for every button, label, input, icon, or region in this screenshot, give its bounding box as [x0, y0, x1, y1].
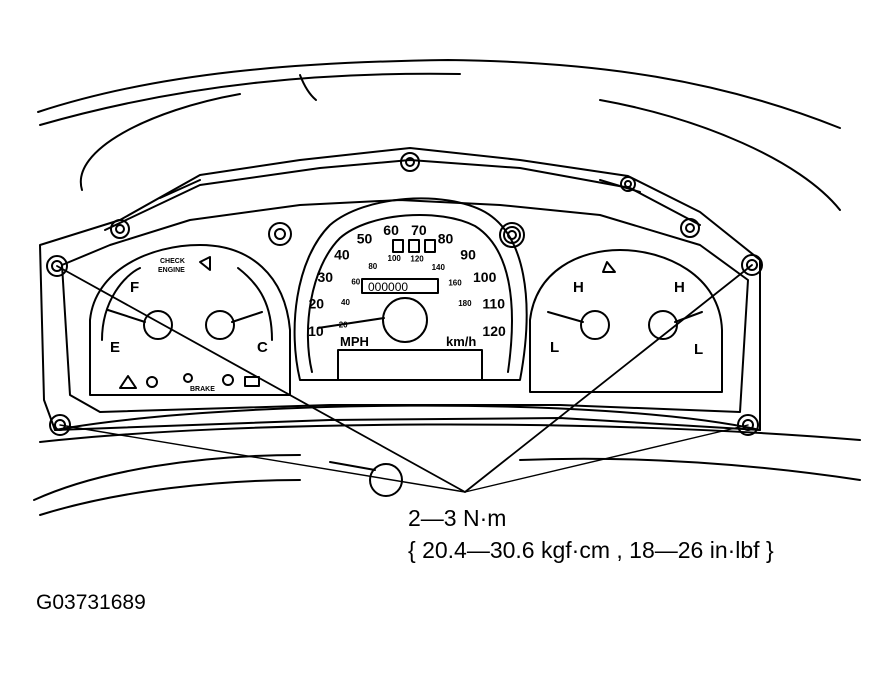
odometer-display	[337, 349, 483, 381]
kmh-tick-180: 180	[458, 299, 472, 308]
screw-bottom-left	[49, 414, 71, 436]
screw-bottom-right	[737, 414, 759, 436]
bezel-outer	[39, 147, 761, 431]
column-cover-left	[33, 454, 301, 501]
left-gauge-high-label: H	[573, 279, 584, 296]
mph-tick-90: 90	[460, 247, 476, 263]
right-gauge-low-label: L	[694, 341, 703, 358]
indicator-box-1	[392, 239, 404, 253]
mph-tick-60: 60	[383, 222, 399, 238]
mph-tick-120: 120	[482, 323, 506, 339]
screw-lower-center	[369, 463, 403, 497]
fuel-gauge-needle	[107, 309, 146, 323]
indicator-box-2	[408, 239, 420, 253]
airbag-icon	[222, 374, 234, 386]
screw-top-center	[400, 152, 420, 172]
left-right-gauge-hub	[580, 310, 610, 340]
odometer-reel	[361, 278, 439, 294]
kmh-tick-20: 20	[339, 321, 348, 330]
headlamp-switch	[268, 222, 292, 246]
battery-icon	[244, 376, 260, 387]
check-label: CHECK	[160, 258, 185, 265]
bezel-top-ridge-2	[159, 179, 641, 199]
mph-label: MPH	[340, 334, 369, 349]
left-gauge-housing	[89, 244, 291, 396]
mph-tick-100: 100	[473, 269, 497, 285]
kmh-tick-40: 40	[341, 298, 350, 307]
kmh-tick-160: 160	[448, 278, 462, 287]
mph-tick-30: 30	[318, 269, 334, 285]
fuel-empty-label: E	[110, 339, 120, 356]
fuel-full-label: F	[130, 279, 139, 296]
screw-left-mount	[46, 255, 68, 277]
kmh-tick-60: 60	[351, 277, 360, 286]
temp-gauge-needle	[231, 311, 263, 323]
speedometer-needle	[317, 317, 385, 329]
kmh-tick-100: 100	[388, 254, 402, 263]
mph-tick-10: 10	[308, 323, 324, 339]
right-gauge-needle-2	[674, 311, 703, 323]
bezel-inner-face	[61, 199, 749, 413]
mph-tick-110: 110	[482, 295, 505, 311]
mph-tick-20: 20	[309, 295, 325, 311]
indicator-box-3	[424, 239, 436, 253]
windshield-line	[299, 74, 317, 101]
speedometer-inner	[306, 213, 513, 373]
left-gauge-low-label: L	[550, 339, 559, 356]
fuel-door-icon	[199, 256, 211, 271]
cover-edge-line	[59, 424, 749, 493]
abs-icon	[146, 376, 158, 388]
figure-id: G03731689	[36, 591, 146, 614]
dashboard-top-curve-2	[39, 72, 461, 126]
warning-triangle-icon	[602, 261, 616, 273]
bezel-lower-lip-2	[39, 423, 861, 443]
right-gauge-needle-1	[547, 311, 584, 323]
bezel-lower-lip	[54, 404, 761, 431]
column-arc-lower	[39, 479, 301, 516]
brake-label: BRAKE	[190, 386, 215, 393]
kmh-tick-80: 80	[368, 262, 377, 271]
column-cover-right	[519, 457, 861, 481]
kmh-label: km/h	[446, 334, 476, 349]
temp-gauge-arc	[237, 267, 273, 341]
screw-top-left	[110, 219, 130, 239]
seatbelt-icon	[119, 375, 137, 389]
speedometer-hub	[382, 297, 428, 343]
temp-cold-label: C	[257, 339, 268, 356]
torque-spec-nm: 2—3 N·m	[408, 505, 507, 531]
mph-tick-50: 50	[357, 230, 373, 246]
screw-top-right-small	[620, 176, 636, 192]
dashboard-right-arc	[599, 99, 841, 211]
right-gauge-housing	[529, 249, 723, 393]
kmh-tick-140: 140	[432, 263, 446, 272]
right-gauge-high-label: H	[674, 279, 685, 296]
fuel-gauge-hub	[143, 310, 173, 340]
odometer-value: 000000	[368, 280, 408, 294]
mph-tick-70: 70	[411, 222, 427, 238]
dashboard-top-curve	[37, 59, 841, 129]
leader-line-right	[464, 264, 753, 493]
speedometer-housing	[293, 197, 528, 381]
check-engine-icon	[183, 373, 193, 383]
steering-hub-arc	[329, 461, 376, 471]
dashboard-left-arc	[79, 93, 241, 191]
mph-tick-80: 80	[438, 230, 454, 246]
fuel-gauge-arc	[101, 267, 141, 341]
leader-line-left	[56, 265, 466, 493]
engine-label: ENGINE	[158, 267, 185, 274]
kmh-tick-120: 120	[410, 254, 424, 263]
mph-tick-40: 40	[334, 247, 350, 263]
temp-gauge-hub	[205, 310, 235, 340]
torque-spec-alt: { 20.4—30.6 kgf·cm , 18—26 in·lbf }	[408, 537, 774, 563]
screw-right-upper	[680, 218, 700, 238]
screw-right-mount	[741, 254, 763, 276]
